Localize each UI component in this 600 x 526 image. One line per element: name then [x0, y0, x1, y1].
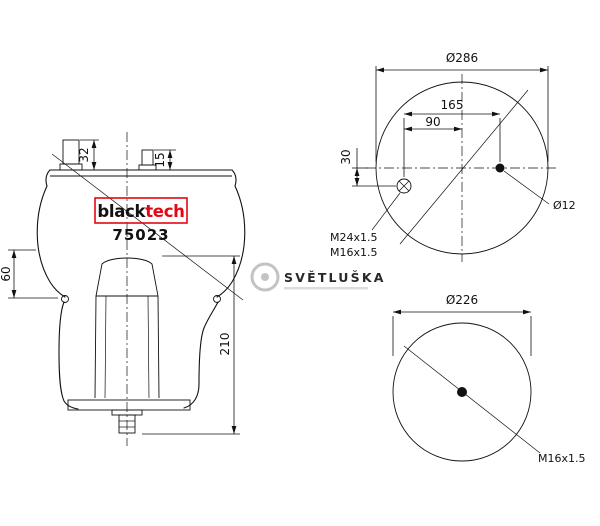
bead-ring-left [61, 295, 69, 303]
dim-15-label: 15 [153, 152, 167, 167]
bottom-stud-mark [403, 345, 541, 454]
port-leader-line [371, 192, 401, 231]
hole-leader-line [503, 170, 550, 205]
brand-logo-box [94, 197, 188, 224]
piston-circle [392, 322, 532, 462]
dimension-height: 210 [142, 255, 240, 435]
watermark-tagline-bar [284, 287, 368, 290]
air-port-symbol [371, 178, 412, 231]
dimension-stud-left: 32 [77, 139, 99, 171]
dimension-plate-diameter: Ø286 [375, 51, 549, 162]
bead-plate [45, 169, 237, 187]
port-thread-label-2: M16x1.5 [330, 246, 378, 259]
model-number: 75023 [112, 226, 169, 244]
bottom-stud [111, 409, 143, 434]
brand-name-red: tech [145, 202, 184, 221]
dimension-piston-diameter: Ø226 [392, 293, 532, 356]
dimension-port-positions: 165 90 [403, 98, 501, 177]
piston-head-section [95, 257, 159, 297]
bead-ring-right [213, 295, 221, 303]
watermark: SVĚTLUŠKA [250, 262, 386, 292]
dim-90-label: 90 [425, 115, 440, 129]
dim-60-label: 60 [0, 266, 13, 281]
stud-thread-label: M16x1.5 [538, 452, 586, 465]
section-diagonal-line [51, 153, 244, 301]
piston-base [67, 399, 191, 411]
top-view-diagonal [399, 89, 529, 245]
brand-logo: blacktech 75023 [94, 197, 188, 244]
svetluska-logo-dot [261, 273, 269, 281]
top-view: Ø286 165 90 30 M24x1.5 M16x1.5 [330, 51, 576, 262]
dim-32-label: 32 [77, 147, 91, 162]
watermark-text: SVĚTLUŠKA [284, 270, 386, 285]
dimension-lobe: 60 [0, 249, 58, 299]
stud-leader-line [403, 345, 541, 454]
bottom-view: Ø226 M16x1.5 [392, 293, 586, 465]
side-view: 32 15 [0, 132, 246, 446]
port-thread-label-1: M24x1.5 [330, 231, 378, 244]
svetluska-logo-icon [250, 262, 280, 292]
dimension-port-offset: 30 [339, 148, 396, 187]
brand-name-black: black [97, 202, 146, 221]
piston [67, 257, 191, 411]
dim-d226-label: Ø226 [446, 293, 478, 307]
brand-logo-text: blacktech [97, 202, 184, 221]
dim-210-label: 210 [218, 333, 232, 356]
dim-d12-label: Ø12 [553, 199, 576, 212]
dim-30-label: 30 [339, 149, 353, 164]
bolt-hole [495, 163, 550, 205]
dim-d286-label: Ø286 [446, 51, 478, 65]
dim-165-label: 165 [441, 98, 464, 112]
dimension-stud-right: 15 [153, 149, 176, 171]
bellows-sleeve [58, 301, 219, 410]
